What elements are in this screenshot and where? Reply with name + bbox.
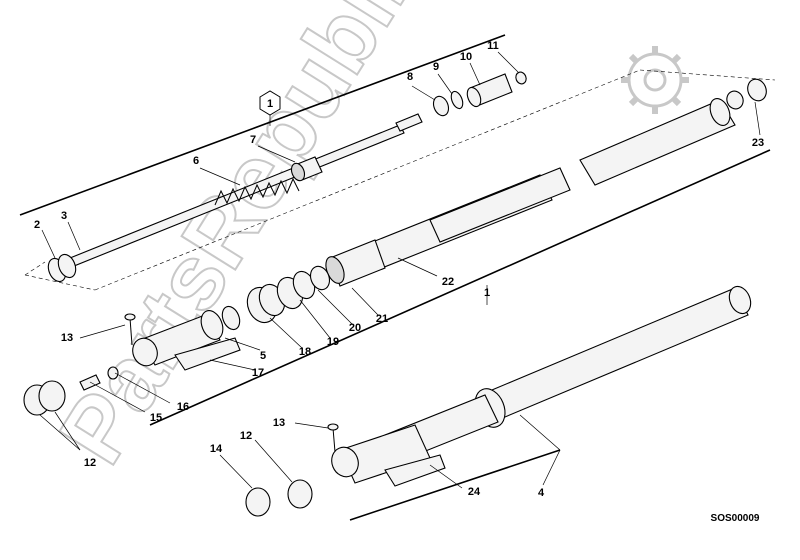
damper-spring: [214, 177, 300, 206]
callout-4: 4: [538, 487, 545, 499]
group-frame-top: [19, 34, 506, 216]
lower-slider: [132, 310, 241, 371]
callout-15: 15: [150, 412, 162, 424]
callout-16: 16: [177, 401, 189, 413]
callout-23: 23: [752, 137, 764, 149]
callout-11: 11: [487, 40, 499, 52]
callout-7: 7: [250, 134, 256, 146]
callout-24: 24: [468, 486, 481, 498]
callout-21: 21: [376, 313, 388, 325]
cap-parts: [432, 71, 527, 117]
callout-6: 6: [193, 155, 199, 167]
dash-line: [24, 274, 96, 291]
callout-19: 19: [327, 336, 339, 348]
callout-22: 22: [442, 276, 454, 288]
callout-9: 9: [433, 61, 439, 73]
group-frame-bottom: [149, 149, 771, 426]
group-marker: 1: [259, 90, 281, 126]
callout-12a: 12: [84, 457, 96, 469]
callout-10: 10: [460, 51, 472, 63]
fork-seals: [221, 265, 331, 331]
callout-20: 20: [349, 322, 361, 334]
group-frame-lower: [349, 449, 561, 521]
callout-18: 18: [299, 346, 311, 358]
dash-line: [24, 261, 46, 276]
callout-3: 3: [61, 210, 67, 222]
damper-bushing: [290, 156, 323, 182]
group-marker-label: 1: [267, 98, 273, 110]
callout-14: 14: [210, 443, 223, 455]
callout-12b: 12: [240, 430, 252, 442]
callout-17: 17: [252, 367, 264, 379]
callout-2: 2: [34, 219, 40, 231]
complete-fork: [331, 285, 752, 487]
dash-line: [639, 69, 776, 81]
outer-tube-upper: [325, 78, 767, 287]
gear-icon: [621, 46, 689, 114]
damper-rod: [47, 113, 423, 283]
drawing-code: SOS00009: [711, 513, 760, 524]
callout-13b: 13: [273, 417, 285, 429]
callout-13a: 13: [61, 332, 73, 344]
callout-1: 1: [484, 287, 490, 299]
clamp-rings: [23, 313, 339, 517]
leader-lines: [39, 51, 761, 489]
callout-8: 8: [407, 71, 413, 83]
callout-5: 5: [260, 350, 266, 362]
